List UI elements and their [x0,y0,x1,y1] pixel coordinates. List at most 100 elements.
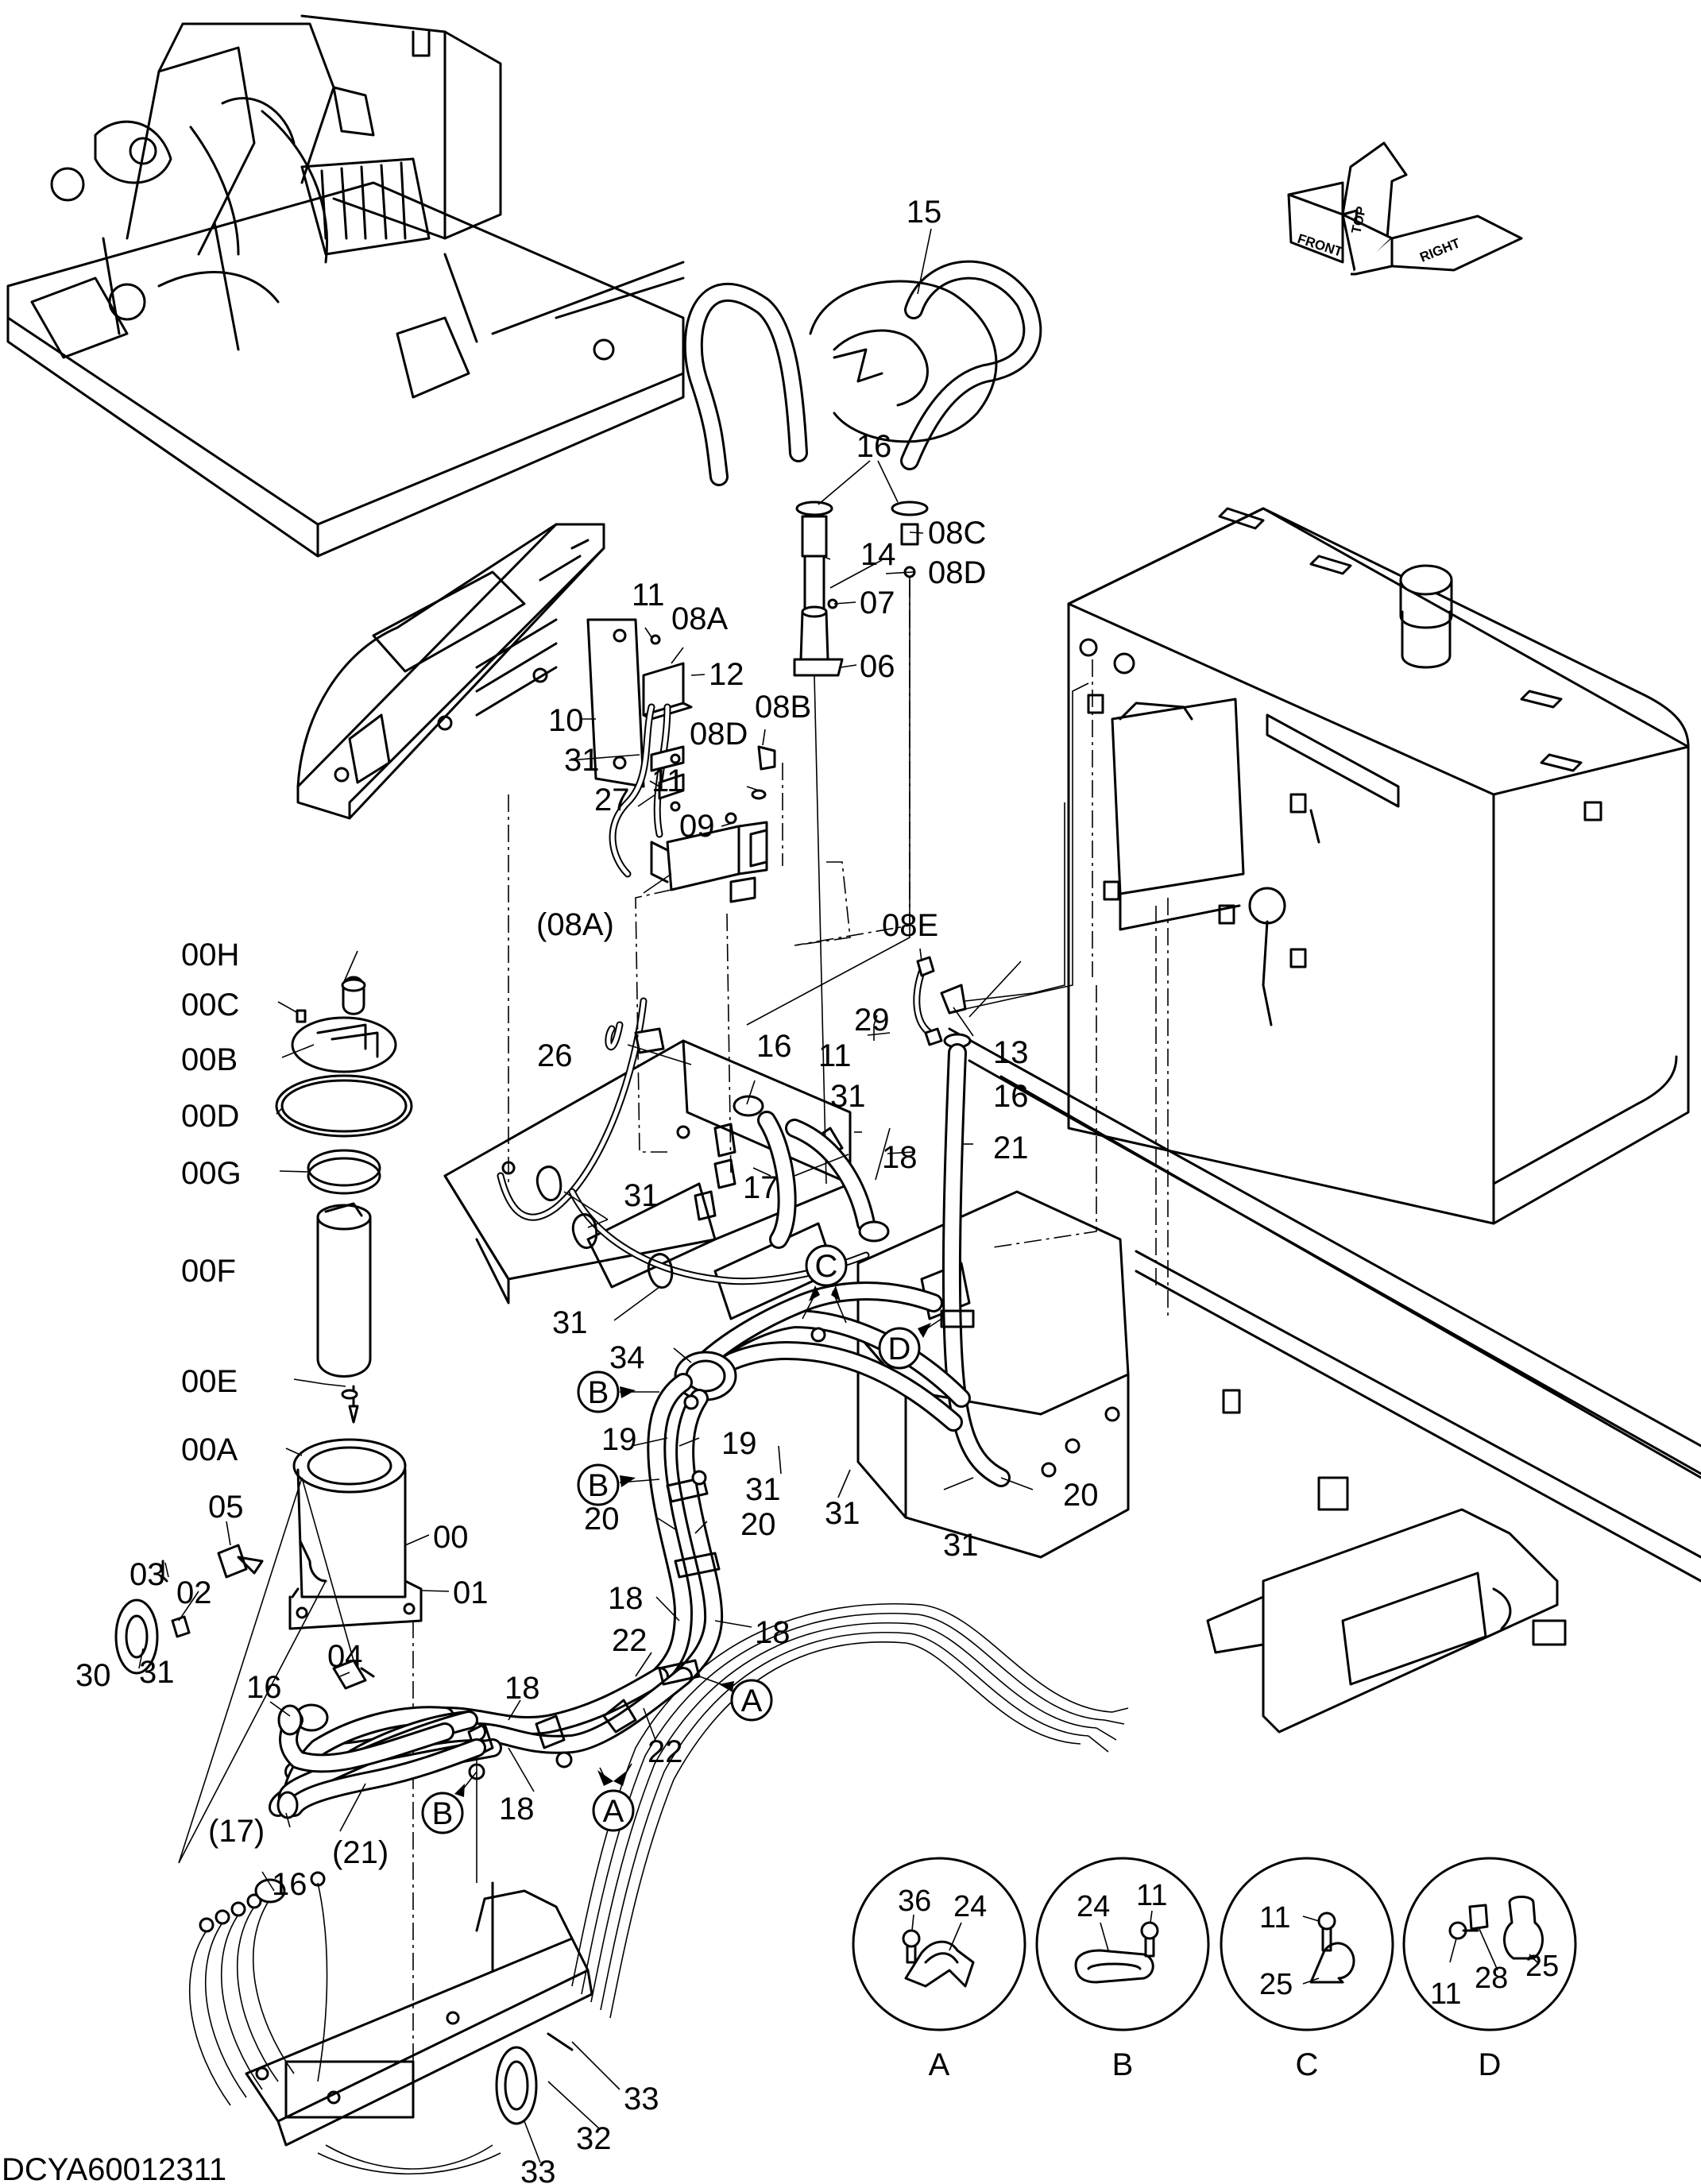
ref-marker-d: D [888,1332,911,1366]
callout-22-b: 22 [648,1734,683,1769]
callout-31-c: 31 [830,1079,866,1114]
detail-b-part-11: 11 [1136,1879,1167,1912]
callout-08e: 08E [882,908,938,943]
callout-05: 05 [208,1490,244,1525]
callout-18-e: 18 [499,1792,535,1826]
detail-a-letter: A [929,2047,950,2082]
callout-11-a: 11 [632,578,665,613]
callout-31-d: 31 [624,1178,659,1213]
callout-34: 34 [609,1340,645,1375]
floor-panel-drawing [443,1039,1130,1559]
callout-17-ref: (17) [208,1814,265,1849]
callout-07: 07 [860,586,895,620]
detail-d-part-11: 11 [1430,1977,1461,2011]
callout-16-d: 16 [756,1029,792,1064]
detail-view-b: 24 11 B [1035,1857,1210,2082]
callout-12: 12 [709,657,744,692]
callout-00b: 00B [181,1042,238,1077]
callout-31-e: 31 [552,1305,588,1340]
detail-b-letter: B [1112,2047,1134,2082]
detail-view-a: 36 24 A [852,1857,1026,2082]
fuel-filter-stack-drawing [114,976,423,2089]
detail-c-letter: C [1296,2047,1319,2082]
callout-00e: 00E [181,1364,238,1399]
ref-marker-a-upper: A [741,1683,763,1718]
callout-29: 29 [854,1003,890,1038]
ref-marker-c: C [815,1249,838,1284]
callout-20-a: 20 [584,1502,620,1537]
detail-c-part-11: 11 [1259,1901,1290,1935]
callout-20-b: 20 [740,1507,776,1542]
bottom-plate-drawing [245,1881,593,2147]
callout-16-b: 16 [246,1670,282,1705]
return-hose-21-drawing [940,1033,1011,1487]
callout-09: 09 [679,809,715,844]
callout-02: 02 [176,1575,212,1610]
callout-11-c: 11 [818,1038,852,1073]
detail-d-part-25: 25 [1525,1950,1559,1983]
callout-18-c: 18 [755,1615,791,1650]
callout-labels: 15 16 08C 14 08D 07 06 11 08A 12 08B 10 … [75,195,1099,2184]
callout-04: 04 [327,1639,363,1674]
figure-code: DCYA60012311 [2,2152,226,2184]
ref-marker-a-lower: A [603,1794,624,1829]
callout-11-b: 11 [651,763,685,798]
callout-00c: 00C [181,988,239,1022]
callout-31-a: 31 [564,743,600,778]
callout-21: 21 [993,1131,1029,1165]
detail-c-part-25: 25 [1259,1968,1293,2001]
connector-08e-drawing [913,659,1169,1319]
lower-hoses-drawing [276,1704,486,1883]
callout-16-a: 16 [856,429,892,464]
overview-machine-drawing [6,14,685,558]
callout-32: 32 [576,2121,612,2156]
callout-00d: 00D [181,1099,239,1134]
callout-08d-a: 08D [928,555,986,590]
reference-markers: C B B D A B A [421,1244,942,1834]
callout-27: 27 [594,783,630,818]
orientation-symbol: TOP FRONT RIGHT [1287,141,1523,276]
detail-d-part-28: 28 [1475,1962,1508,1995]
leader-lines [138,228,1034,2163]
callout-33-a: 33 [624,2082,659,2116]
suction-pipe-drawing [683,260,1042,1185]
callout-16-c: 16 [272,1867,307,1902]
callout-00f: 00F [181,1254,236,1289]
callout-33-b: 33 [520,2155,556,2184]
hose-17-18-upper-drawing [733,1095,890,1249]
main-frame-drawing [948,1027,1701,1734]
callout-03: 03 [130,1557,165,1592]
callout-31-h: 31 [943,1528,979,1563]
callout-01: 01 [453,1575,489,1610]
callout-18-d: 18 [505,1671,540,1706]
callout-08a-ref: (08A) [536,907,614,942]
pipe-bundle-drawing [188,1602,1129,2175]
callout-31-f: 31 [745,1472,781,1507]
callout-16-e: 16 [993,1079,1029,1114]
callout-10: 10 [548,703,584,738]
callout-19-b: 19 [721,1426,757,1461]
callout-21-ref: (21) [332,1835,389,1870]
callout-20-c: 20 [1063,1478,1099,1513]
callout-08c: 08C [928,516,986,551]
callout-17: 17 [743,1170,779,1205]
callout-06: 06 [860,649,895,684]
battery-bracket-drawing [296,523,645,820]
detail-b-part-24: 24 [1077,1890,1110,1923]
callout-13: 13 [993,1035,1029,1070]
callout-18-a: 18 [882,1140,918,1175]
detail-view-d: 11 28 25 D [1402,1857,1577,2082]
callout-00g: 00G [181,1156,242,1191]
fuel-tank-drawing [1067,507,1690,1225]
callout-15: 15 [907,195,942,230]
callout-19-a: 19 [601,1422,637,1457]
detail-a-part-24: 24 [953,1890,987,1923]
detail-view-c: 11 25 C [1220,1857,1394,2082]
callout-26: 26 [537,1038,573,1073]
callout-08b: 08B [755,690,811,725]
callout-00h: 00H [181,937,239,972]
detail-d-letter: D [1479,2047,1502,2082]
callout-00a: 00A [181,1432,238,1467]
callout-00: 00 [433,1520,469,1555]
